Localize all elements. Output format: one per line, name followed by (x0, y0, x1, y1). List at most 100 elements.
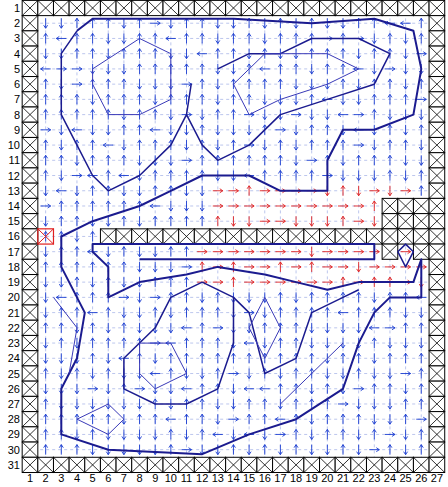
field-arrow (220, 250, 223, 254)
field-arrow (291, 266, 301, 267)
field-arrow (106, 436, 110, 439)
field-arrow (388, 171, 392, 174)
row-number: 26 (8, 383, 20, 395)
field-arrow (153, 140, 157, 143)
field-arrow (275, 417, 278, 421)
field-arrow (185, 56, 189, 59)
field-arrow (298, 265, 301, 269)
field-arrow (408, 250, 411, 254)
field-arrow (44, 79, 48, 82)
field-arrow (138, 269, 142, 272)
field-arrow (338, 205, 348, 206)
field-arrow (59, 445, 63, 448)
obstacle-cross (116, 457, 132, 472)
field-arrow (186, 277, 187, 287)
field-arrow (361, 113, 364, 117)
field-arrow (314, 280, 317, 284)
field-arrow (419, 186, 423, 189)
obstacle-cross (100, 229, 116, 244)
field-arrow (389, 353, 390, 363)
field-arrow (327, 323, 328, 333)
obstacle-cross (351, 457, 367, 472)
obstacle-cross (320, 0, 336, 15)
field-arrow (311, 64, 312, 74)
obstacle-cell (22, 153, 38, 168)
obstacle-cross (429, 0, 445, 15)
field-arrow (233, 155, 234, 165)
field-arrow (200, 399, 204, 402)
field-arrow (138, 406, 142, 409)
field-arrow (282, 219, 285, 223)
field-arrow (59, 201, 63, 204)
field-arrow (247, 452, 251, 455)
obstacle-cell (132, 229, 148, 244)
field-arrow (155, 429, 156, 439)
field-arrow (338, 266, 348, 267)
field-arrow (405, 338, 406, 348)
obstacle-cell (273, 0, 289, 15)
field-arrow (202, 323, 203, 333)
field-arrow (123, 18, 124, 28)
field-arrow (343, 414, 344, 424)
field-arrow (106, 155, 110, 158)
field-arrow (123, 399, 124, 409)
field-arrow (186, 33, 187, 43)
field-arrow (405, 94, 406, 104)
obstacle-cell (22, 381, 38, 396)
field-arrow (44, 299, 48, 302)
field-arrow (119, 356, 122, 360)
field-arrow (153, 399, 157, 402)
obstacle-cell (53, 457, 69, 472)
column-number: 7 (121, 472, 127, 484)
obstacle-cell (288, 457, 304, 472)
field-arrow (59, 284, 63, 287)
field-arrow (247, 376, 251, 379)
field-arrow (231, 25, 235, 28)
obstacle-cross (257, 229, 273, 244)
field-arrow (157, 21, 160, 25)
field-arrow (235, 204, 238, 208)
field-arrow (138, 178, 142, 181)
field-arrow (45, 247, 46, 257)
field-arrow (216, 49, 220, 52)
field-arrow (404, 414, 408, 417)
field-arrow (374, 201, 375, 211)
field-arrow (153, 254, 157, 257)
field-arrow (421, 155, 422, 165)
obstacle-cross (210, 457, 226, 472)
field-arrow (358, 308, 359, 318)
field-arrow (108, 338, 109, 348)
field-arrow (388, 376, 392, 379)
row-number: 6 (14, 78, 20, 90)
field-arrow (166, 417, 169, 421)
field-arrow (200, 299, 204, 302)
obstacle-cell (429, 457, 445, 472)
obstacle-cell (429, 305, 445, 320)
field-arrow (216, 110, 220, 113)
obstacle-cross (429, 168, 445, 183)
field-arrow (421, 186, 422, 196)
field-arrow (296, 292, 297, 302)
field-arrow (122, 71, 126, 74)
field-arrow (278, 308, 282, 311)
field-arrow (213, 432, 216, 436)
field-arrow (280, 262, 281, 272)
field-arrow (343, 155, 344, 165)
field-arrow (278, 56, 282, 59)
field-arrow (278, 140, 282, 143)
field-arrow (233, 18, 234, 28)
field-arrow (139, 323, 140, 333)
obstacle-cross (429, 122, 445, 137)
field-arrow (153, 64, 157, 67)
obstacle-cross (22, 259, 38, 274)
field-arrow (247, 299, 251, 302)
field-arrow (228, 373, 238, 374)
field-arrow (56, 190, 66, 191)
field-arrow (202, 353, 203, 363)
row-number: 20 (8, 291, 20, 303)
field-arrow (186, 247, 187, 257)
obstacle-cross (22, 46, 38, 61)
field-arrow (294, 223, 298, 226)
obstacle-cell (179, 0, 195, 15)
